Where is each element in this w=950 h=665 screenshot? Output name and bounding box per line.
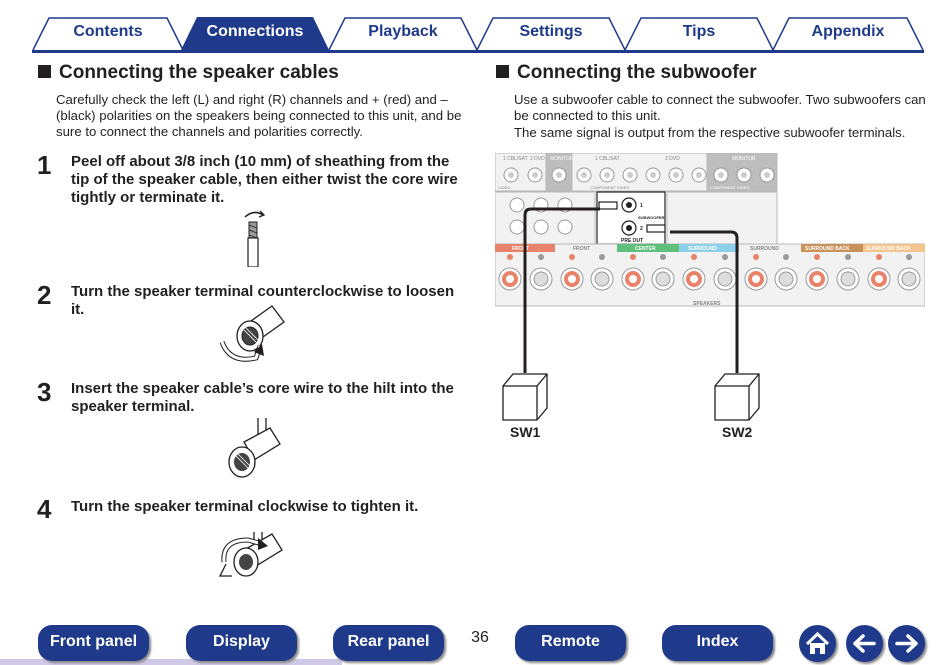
tab-settings-label: Settings bbox=[519, 23, 583, 40]
footer-strip bbox=[0, 659, 342, 665]
speaker-label-surround-r: SURROUND bbox=[688, 246, 717, 252]
back-button[interactable] bbox=[846, 625, 883, 662]
front-panel-button[interactable]: Front panel bbox=[38, 625, 149, 661]
subwoofer-2-icon bbox=[714, 373, 760, 421]
panel-label-dvd: 2 DVD bbox=[530, 156, 545, 162]
speaker-label-surround-back-l: SURROUND BACK bbox=[866, 246, 911, 252]
display-button[interactable]: Display bbox=[186, 625, 297, 661]
rear-panel-diagram: 1 CBL/SAT 2 DVD MONITOR 1 CBL/SAT 2 DVD … bbox=[495, 153, 925, 307]
tab-appendix-label: Appendix bbox=[811, 23, 885, 40]
panel-label-video: VIDEO bbox=[498, 185, 510, 190]
subwoofer-intro-1: Use a subwoofer cable to connect the sub… bbox=[514, 92, 926, 123]
speaker-cables-heading: Connecting the speaker cables bbox=[38, 62, 339, 84]
speaker-cables-intro: Carefully check the left (L) and right (… bbox=[56, 92, 462, 139]
top-tab-bar: Contents Connections Playback Settings T… bbox=[32, 17, 924, 53]
home-button[interactable] bbox=[799, 625, 836, 662]
tab-settings[interactable]: Settings bbox=[476, 17, 626, 50]
subwoofer-1-icon bbox=[502, 373, 548, 421]
subwoofer-title: Connecting the subwoofer bbox=[517, 62, 757, 83]
panel-label-comp-monitor: MONITOR bbox=[732, 156, 756, 162]
subwoofer-intro-2: The same signal is output from the respe… bbox=[514, 125, 906, 140]
panel-label-comp-cbl-sat: 1 CBL/SAT bbox=[595, 156, 620, 162]
index-button[interactable]: Index bbox=[662, 625, 773, 661]
tighten-terminal-illustration bbox=[218, 532, 283, 577]
step-2-number: 2 bbox=[37, 280, 52, 310]
rear-panel-button[interactable]: Rear panel bbox=[333, 625, 444, 661]
sw2-label: SW2 bbox=[722, 424, 753, 440]
page-number: 36 bbox=[471, 629, 489, 646]
loosen-terminal-illustration bbox=[219, 305, 285, 362]
step-3-text: Insert the speaker cable’s core wire to … bbox=[71, 380, 454, 415]
subwoofer-cables bbox=[523, 207, 739, 373]
home-icon bbox=[805, 631, 830, 654]
heading-square-icon bbox=[38, 65, 51, 78]
speaker-label-center: CENTER bbox=[635, 246, 656, 252]
heading-square-icon bbox=[496, 65, 509, 78]
step-4-number: 4 bbox=[37, 494, 52, 524]
panel-label-comp-dvd: 2 DVD bbox=[665, 156, 680, 162]
step-1-number: 1 bbox=[37, 150, 52, 180]
panel-label-component-video: COMPONENT VIDEO bbox=[590, 185, 630, 190]
tab-underline bbox=[32, 50, 924, 53]
step-3-number: 3 bbox=[37, 377, 52, 407]
tab-playback[interactable]: Playback bbox=[328, 17, 478, 50]
speaker-terminals bbox=[498, 254, 921, 291]
subwoofer-label: SUBWOOFER bbox=[638, 215, 665, 220]
step-4-text: Turn the speaker terminal clockwise to t… bbox=[71, 498, 419, 515]
speaker-label-surround-back-r: SURROUND BACK bbox=[805, 246, 850, 252]
forward-button[interactable] bbox=[888, 625, 925, 662]
tab-tips[interactable]: Tips bbox=[624, 17, 774, 50]
step-1-text: Peel off about 3/8 inch (10 mm) of sheat… bbox=[71, 153, 458, 206]
speakers-label: SPEAKERS bbox=[693, 301, 721, 307]
insert-wire-illustration bbox=[228, 418, 281, 478]
speaker-label-front-r: FRONT bbox=[512, 246, 529, 252]
sub-port-1-label: 1 bbox=[640, 203, 643, 209]
step-2-text: Turn the speaker terminal counterclockwi… bbox=[71, 283, 455, 318]
speaker-label-front-l: FRONT bbox=[573, 246, 590, 252]
panel-label-cbl-sat: 1 CBL/SAT bbox=[503, 156, 528, 162]
tab-tips-label: Tips bbox=[682, 23, 716, 40]
sw1-label: SW1 bbox=[510, 424, 541, 440]
pre-out-label: PRE OUT bbox=[621, 238, 643, 244]
tab-contents-label: Contents bbox=[73, 23, 143, 40]
tab-appendix[interactable]: Appendix bbox=[772, 17, 924, 50]
tab-playback-label: Playback bbox=[368, 23, 438, 40]
tab-contents[interactable]: Contents bbox=[32, 17, 184, 50]
speaker-cables-title: Connecting the speaker cables bbox=[59, 62, 339, 83]
forward-arrow-icon bbox=[895, 634, 918, 653]
tab-connections-label: Connections bbox=[206, 23, 304, 40]
panel-label-monitor: MONITOR bbox=[550, 156, 574, 162]
panel-label-component-video-out: COMPONENT VIDEO bbox=[710, 185, 750, 190]
sub-port-2-label: 2 bbox=[640, 226, 643, 232]
remote-button[interactable]: Remote bbox=[515, 625, 626, 661]
back-arrow-icon bbox=[853, 634, 876, 653]
tab-connections[interactable]: Connections bbox=[180, 17, 330, 50]
twisted-wire-illustration bbox=[244, 210, 266, 267]
subwoofer-heading: Connecting the subwoofer bbox=[496, 62, 757, 84]
speaker-label-surround-l: SURROUND bbox=[750, 246, 779, 252]
